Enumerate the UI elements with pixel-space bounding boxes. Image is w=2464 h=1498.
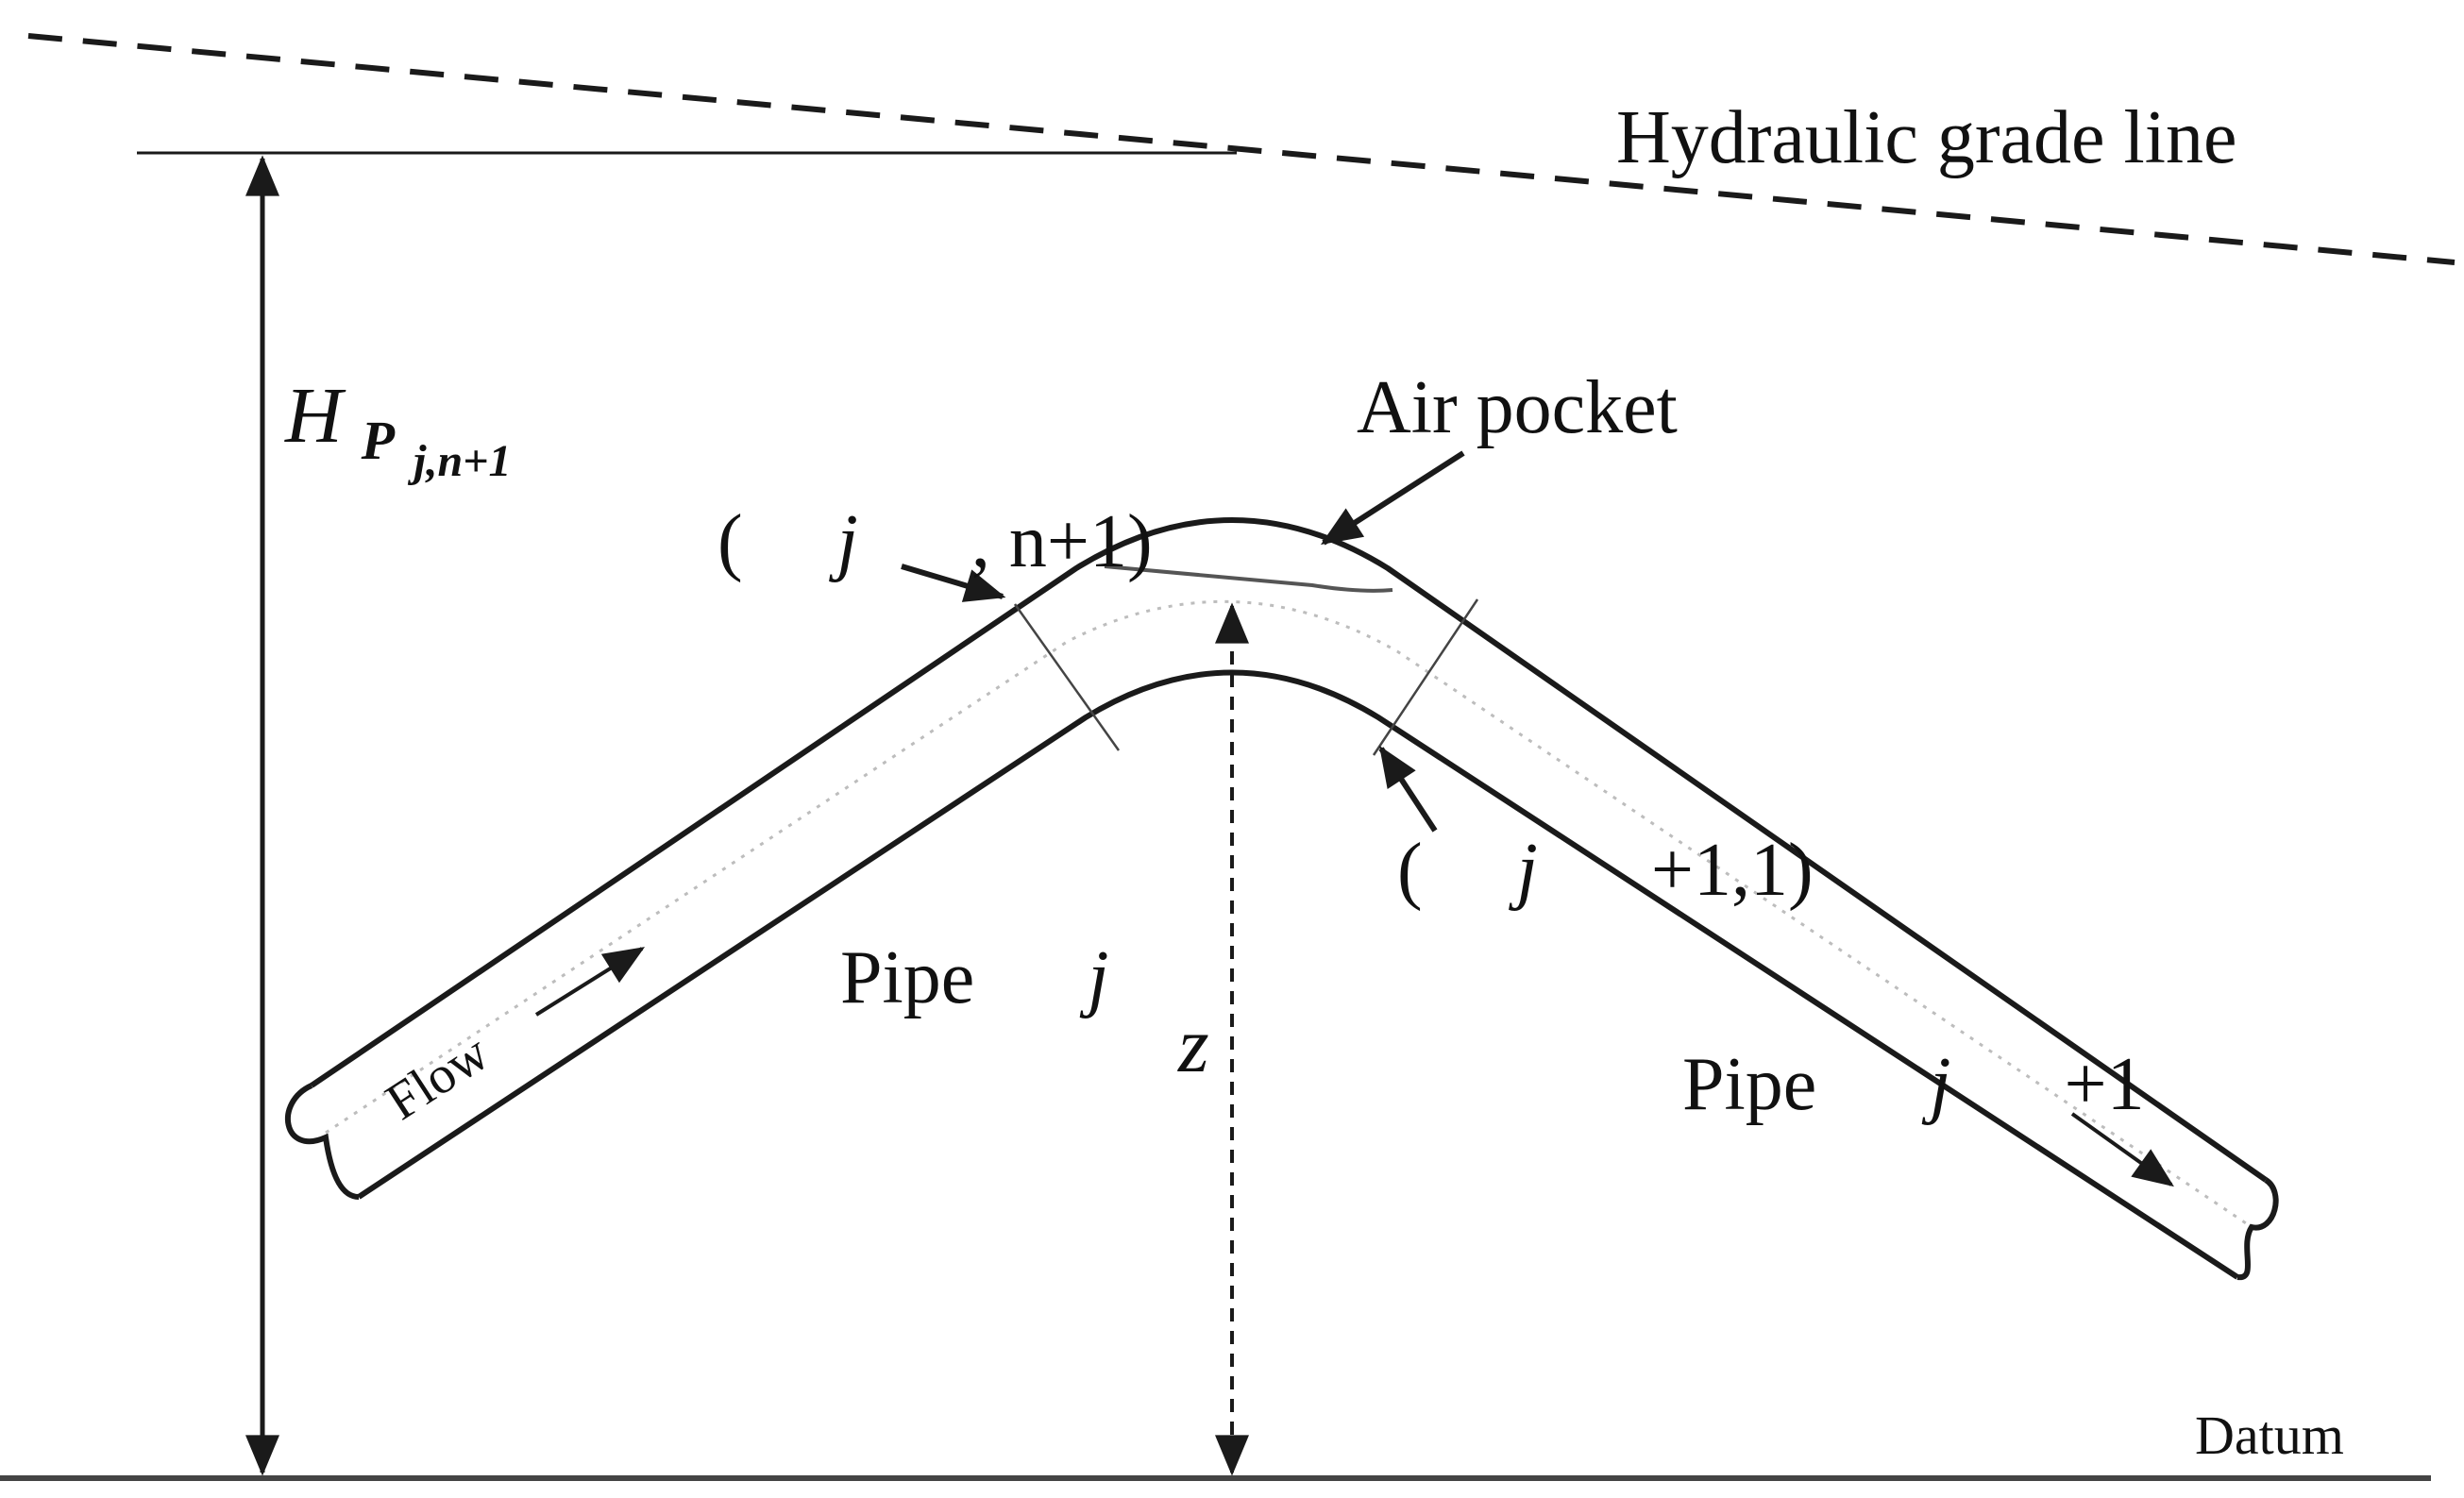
hydraulic-grade-line-label: Hydraulic grade line: [1616, 96, 2237, 179]
node-upstream-open: (: [717, 500, 743, 583]
pipe-j1-index: j: [1921, 1043, 1950, 1126]
head-label: H P j,n+1: [266, 372, 523, 486]
flow-arrow-upstream: [534, 947, 646, 1017]
pipe-j-label: Pipe j: [746, 936, 1165, 1019]
head-symbol: H: [284, 372, 346, 460]
node-upstream-pointer-arrow: [901, 564, 1006, 602]
node-downstream-open: (: [1397, 829, 1423, 912]
datum-label: Datum: [2195, 1405, 2344, 1466]
node-downstream-pointer-arrow: [1378, 745, 1438, 833]
air-pocket-pointer-arrow: [1320, 450, 1465, 546]
pipe-upper-wall: [310, 517, 2268, 1183]
pipe-j1-word: Pipe: [1682, 1043, 1835, 1126]
head-subscript-index: j,n+1: [407, 436, 511, 486]
node-downstream-j: j: [1509, 829, 1538, 912]
pipe-j1-label: Pipe j +1: [1588, 1043, 2202, 1126]
flow-arrow-downstream: [2070, 1112, 2174, 1187]
pipe-right-end: [2236, 1177, 2279, 1281]
hydraulic-grade-line: [27, 33, 2456, 265]
node-downstream-rest: +1,1): [1632, 829, 1814, 912]
node-upstream-rest: , n+1): [953, 500, 1153, 583]
pipe-left-end: [285, 1083, 360, 1200]
pipe-lower-wall: [357, 669, 2239, 1280]
section-line-downstream: [1372, 598, 1479, 756]
air-pocket-interface: [1104, 564, 1393, 593]
elevation-label: z: [1177, 1001, 1209, 1089]
pipe-j-index: j: [1079, 936, 1108, 1019]
head-subscript-p: P: [361, 410, 396, 471]
section-line-upstream: [1013, 603, 1121, 751]
pipe-centerline: [325, 599, 2253, 1229]
node-upstream-label: ( j , n+1): [623, 500, 1209, 583]
pipe-j-word: Pipe: [840, 936, 993, 1019]
air-pocket-label: Air pocket: [1357, 366, 1678, 449]
node-upstream-j: j: [829, 500, 858, 583]
node-downstream-label: ( j +1,1): [1303, 829, 1870, 912]
pipe-j1-suffix: +1: [2045, 1043, 2144, 1126]
